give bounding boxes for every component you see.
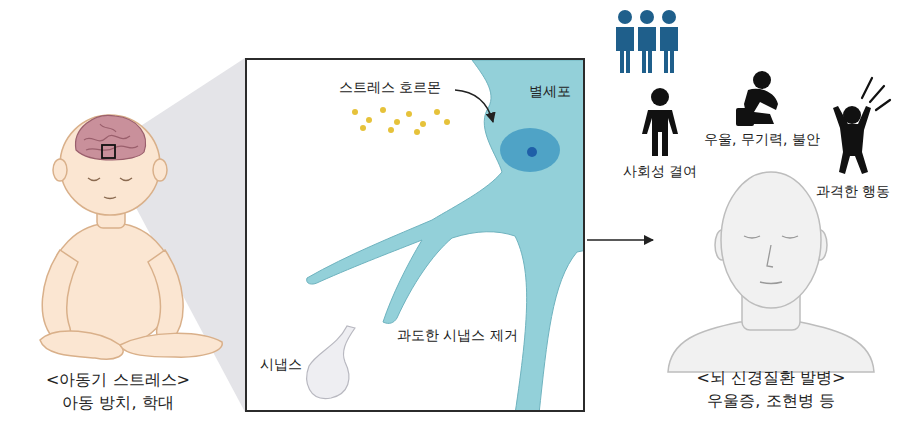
hormone-dot (352, 109, 358, 115)
hormone-dot (366, 117, 372, 123)
process-arrow (587, 239, 653, 241)
hormone-dot (414, 129, 420, 135)
hormone-dot (380, 107, 386, 113)
hormone-dot (434, 109, 440, 115)
symptom-label: 과격한 행동 (816, 183, 890, 201)
hormone-dot (360, 125, 366, 131)
figure-caption-title: <뇌 신경질환 발병> (697, 367, 846, 389)
symptom-label: 사회성 결여 (623, 163, 697, 181)
hormone-arrow (455, 90, 493, 122)
part-label: 별세포 (529, 82, 571, 102)
figure-caption: 아동 방치, 학대 (62, 392, 173, 414)
person-icon (642, 88, 678, 156)
astrocyte-cell: 별세포 (467, 60, 585, 220)
sad-person-icon (736, 71, 778, 126)
baby-figure (40, 115, 222, 359)
hormone-dot (420, 121, 426, 127)
synapse-terminal: 시냅스 (252, 315, 362, 405)
baby-face (88, 178, 132, 199)
zoom-inset-box: 스트레스 호르몬과도한 시냅스 제거 별세포시냅스 (245, 58, 585, 412)
agitated-person-icon (833, 106, 871, 174)
hormone-dot (444, 119, 450, 125)
figure-caption: 우울증, 조현병 등 (707, 390, 834, 412)
head-face (744, 236, 798, 284)
people-icon (616, 10, 678, 73)
part-label: 스트레스 호르몬 (339, 78, 441, 98)
hormone-dot (388, 127, 394, 133)
nucleolus (527, 147, 537, 157)
symptom-label: 우울, 무기력, 불안 (704, 131, 820, 149)
hormone-dot (394, 119, 400, 125)
head-figure (668, 172, 874, 372)
cell-nucleus (500, 128, 560, 172)
figure-group: <아동기 스트레스>아동 방치, 학대 (0, 120, 236, 420)
hormone-dot (406, 111, 412, 117)
burst-lines (862, 78, 890, 110)
astrocyte-body (307, 60, 585, 412)
baby-brain (76, 115, 146, 160)
figure-caption-title: <아동기 스트레스> (46, 369, 190, 391)
part-label: 시냅스 (260, 355, 302, 375)
part-label: 과도한 시냅스 제거 (397, 326, 518, 346)
synapse-bulb (307, 326, 355, 399)
